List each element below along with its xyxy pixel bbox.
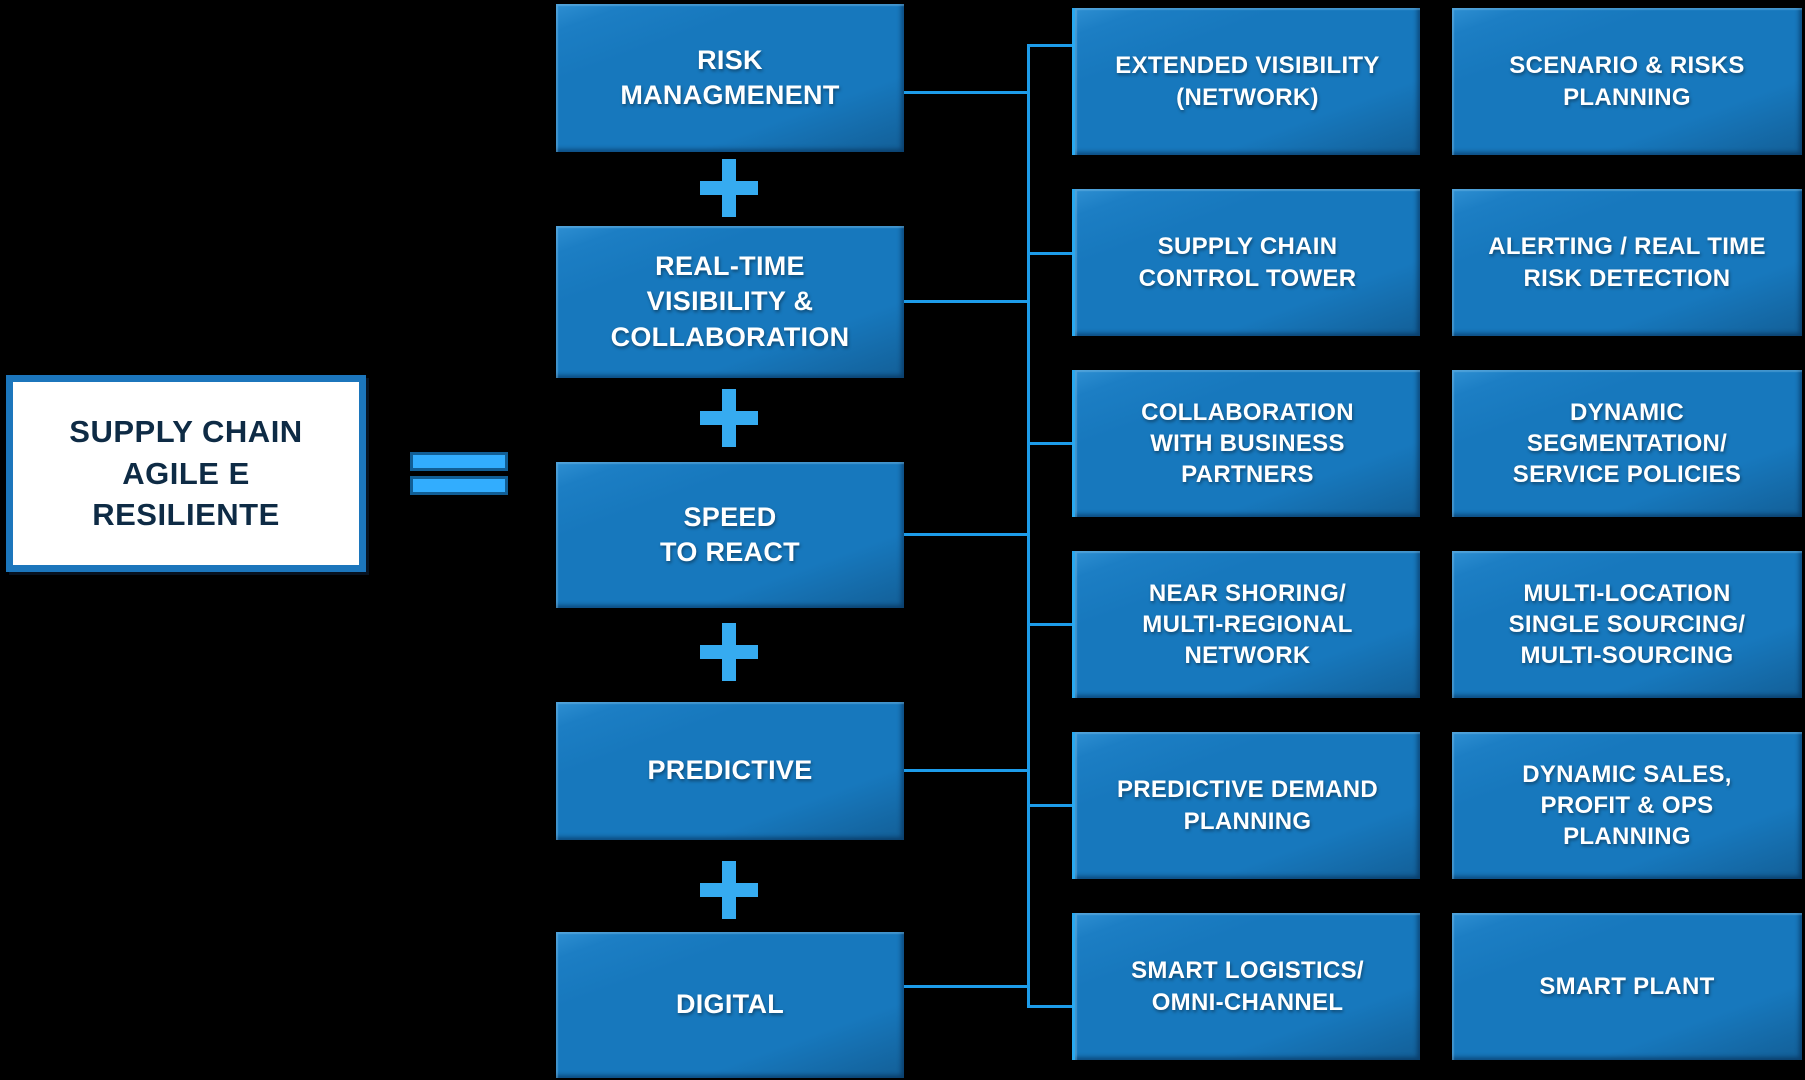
pillar-predictive: PREDICTIVE	[556, 702, 904, 840]
capability-scenario-risks-planning: SCENARIO & RISKS PLANNING	[1452, 8, 1802, 155]
capability-supply-chain-control-tower: SUPPLY CHAIN CONTROL TOWER	[1072, 189, 1420, 336]
capability-label: SCENARIO & RISKS PLANNING	[1509, 52, 1745, 111]
capability-label: ALERTING / REAL TIME RISK DETECTION	[1488, 233, 1766, 292]
connector-branch-risk-management	[904, 91, 1030, 94]
capability-label: DYNAMIC SALES, PROFIT & OPS PLANNING	[1522, 760, 1732, 851]
connector-branch-row-3	[1027, 442, 1073, 445]
equals-icon	[410, 452, 508, 471]
plus-icon	[700, 159, 758, 217]
capability-label: DYNAMIC SEGMENTATION/ SERVICE POLICIES	[1512, 398, 1742, 489]
pillar-label: SPEED TO REACT	[660, 501, 800, 567]
capability-label: NEAR SHORING/ MULTI-REGIONAL NETWORK	[1142, 579, 1353, 670]
connector-branch-digital	[904, 985, 1030, 988]
connector-trunk	[1027, 45, 1030, 1008]
connector-branch-row-4	[1027, 623, 1073, 626]
capability-smart-logistics-omni-channel: SMART LOGISTICS/ OMNI-CHANNEL	[1072, 913, 1420, 1060]
pillar-real-time-visibility: REAL-TIME VISIBILITY & COLLABORATION	[556, 226, 904, 378]
plus-icon	[700, 861, 758, 919]
capability-label: SUPPLY CHAIN CONTROL TOWER	[1138, 233, 1357, 292]
capability-label: PREDICTIVE DEMAND PLANNING	[1116, 776, 1379, 835]
pillar-speed-to-react: SPEED TO REACT	[556, 462, 904, 608]
connector-branch-predictive	[904, 769, 1030, 772]
capability-label: EXTENDED VISIBILITY (NETWORK)	[1115, 52, 1380, 111]
equals-icon	[410, 476, 508, 495]
capability-dynamic-segmentation-service-policies: DYNAMIC SEGMENTATION/ SERVICE POLICIES	[1452, 370, 1802, 517]
plus-icon	[700, 389, 758, 447]
capability-collaboration-with-business-partners: COLLABORATION WITH BUSINESS PARTNERS	[1072, 370, 1420, 517]
capability-extended-visibility: EXTENDED VISIBILITY (NETWORK)	[1072, 8, 1420, 155]
capability-label: SMART LOGISTICS/ OMNI-CHANNEL	[1131, 957, 1364, 1016]
capability-near-shoring-multi-regional-network: NEAR SHORING/ MULTI-REGIONAL NETWORK	[1072, 551, 1420, 698]
plus-icon	[700, 623, 758, 681]
root-box-label: SUPPLY CHAIN AGILE E RESILIENTE	[69, 413, 303, 533]
root-box-supply-chain: SUPPLY CHAIN AGILE E RESILIENTE	[6, 375, 366, 572]
capability-label: COLLABORATION WITH BUSINESS PARTNERS	[1141, 398, 1354, 489]
capability-predictive-demand-planning: PREDICTIVE DEMAND PLANNING	[1072, 732, 1420, 879]
capability-label: MULTI-LOCATION SINGLE SOURCING/ MULTI-SO…	[1508, 579, 1746, 670]
pillar-risk-management: RISK MANAGMENENT	[556, 4, 904, 152]
pillar-digital: DIGITAL	[556, 932, 904, 1078]
pillar-label: RISK MANAGMENENT	[620, 44, 840, 110]
pillar-label: REAL-TIME VISIBILITY & COLLABORATION	[610, 251, 850, 352]
connector-branch-speed-to-react	[904, 533, 1030, 536]
capability-alerting-real-time-risk-detection: ALERTING / REAL TIME RISK DETECTION	[1452, 189, 1802, 336]
connector-branch-real-time-visibility	[904, 300, 1030, 303]
pillar-label: DIGITAL	[675, 989, 785, 1020]
connector-branch-row-2	[1027, 252, 1073, 255]
capability-dynamic-sales-profit-ops-planning: DYNAMIC SALES, PROFIT & OPS PLANNING	[1452, 732, 1802, 879]
connector-branch-row-1	[1027, 44, 1073, 47]
capability-smart-plant: SMART PLANT	[1452, 913, 1802, 1060]
capability-label: SMART PLANT	[1539, 972, 1715, 1000]
connector-branch-row-6	[1027, 1005, 1073, 1008]
pillar-label: PREDICTIVE	[647, 755, 813, 786]
connector-branch-row-5	[1027, 804, 1073, 807]
capability-multi-location-sourcing: MULTI-LOCATION SINGLE SOURCING/ MULTI-SO…	[1452, 551, 1802, 698]
